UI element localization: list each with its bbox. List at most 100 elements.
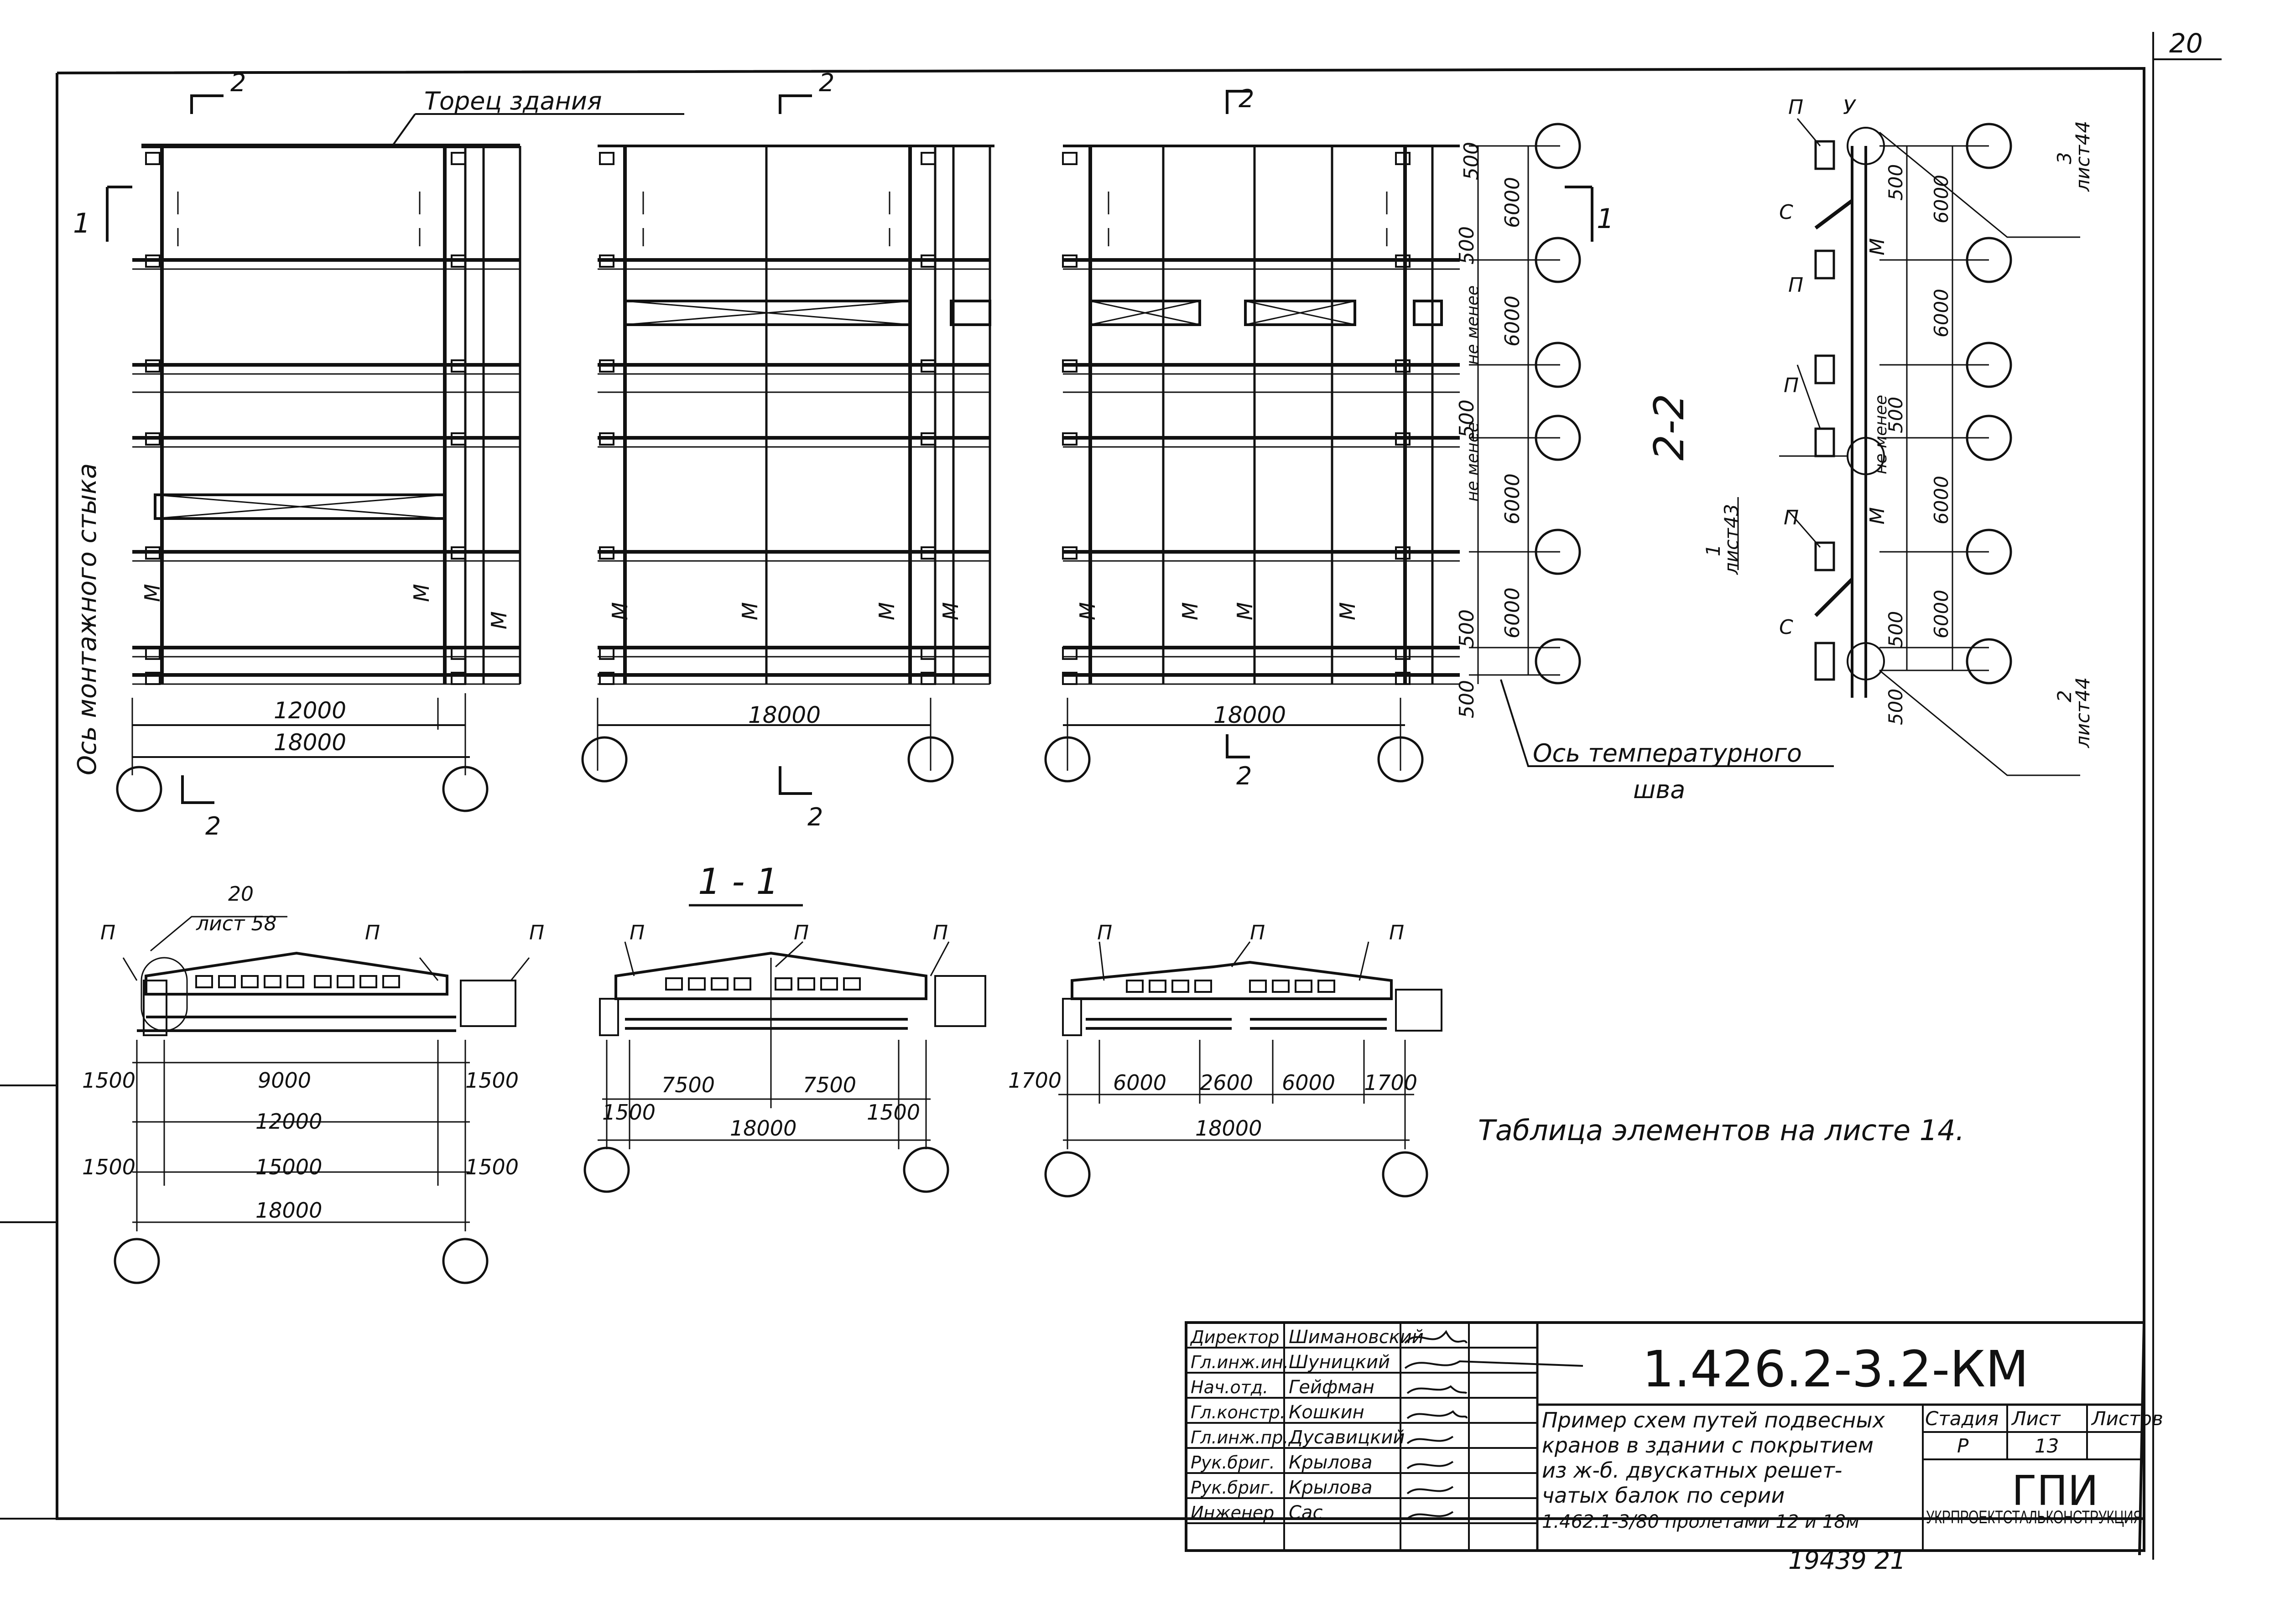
s22-dim-500-c: 500 [1884,611,1907,648]
role-4: Гл.инж.пр. [1191,1427,1288,1448]
s11-p-2b: П [794,921,809,944]
plan-dim-500-b: 500 [1455,226,1478,265]
stage-value: Р [1957,1435,1969,1457]
org-short: ГПИ [2012,1467,2098,1515]
s11-ref20-num: 20 [228,882,254,906]
s11-p-3a: П [1097,921,1112,944]
s11-2-dim-7500-a: 7500 [661,1073,715,1097]
name-4: Дусавицкий [1288,1427,1405,1448]
sheet-header: Лист [2011,1407,2061,1430]
desc-line-3: чатых балок по серии [1542,1483,1785,1508]
section-mark-2-bottom-1 [181,775,214,804]
name-1: Шуницкий [1289,1352,1390,1373]
sheets-header: Листов [2091,1407,2163,1430]
s22-dim-500-d: 500 [1884,689,1907,725]
section-mark-2-top-1 [190,94,224,114]
plan1-mark-m-b: М [409,584,434,602]
sheet-frame [0,32,2222,1560]
plan2-dim-18000: 18000 [748,702,821,728]
section-2-2-drawing [1737,118,2080,776]
desc-line-1: кранов в здании с покрытием [1542,1433,1874,1458]
s11-1-dim-1500-b: 1500 [465,1068,519,1093]
desc-line-0: Пример схем путей подвесных [1542,1408,1885,1432]
s22-label-s-b: С [1779,616,1793,639]
section-2-2-title: 2-2 [1645,394,1693,461]
section-1-label-b: 1 [1597,203,1614,235]
plan-dim-6000-b: 6000 [1501,296,1524,347]
plan-dim-6000-d: 6000 [1501,587,1524,638]
plan-dim-500-e: 500 [1455,680,1478,718]
s22-dim-6000-b: 6000 [1930,289,1952,337]
s11-p-1b: П [365,921,380,944]
name-5: Крылова [1289,1452,1373,1473]
name-7: Сас [1289,1502,1322,1523]
section-mark-1-right [1565,186,1593,242]
section-2-label-b: 2 [205,812,221,841]
label-mount-axis: Ось монтажного стыка [73,463,102,775]
plan1-dim-12000: 12000 [274,697,346,724]
s22-ref1-sheet: лист43 [1720,504,1743,575]
section-mark-2-bottom-3 [1226,734,1250,758]
s11-1-dim-1500-d: 1500 [465,1155,519,1179]
s11-p-1a: П [100,921,115,944]
title-block-roles: Директор Гл.инж.ин. Нач.отд. Гл.констр. … [1190,1327,1289,1523]
s22-dim-6000-a: 6000 [1930,175,1952,223]
s22-label-m-b: М [1866,507,1889,524]
s11-2-dim-18000: 18000 [730,1116,796,1141]
plan3-mark-m-b: М [1178,602,1202,620]
plan2-mark-m-b: М [738,602,762,620]
role-1: Гл.инж.ин. [1191,1352,1289,1372]
plan-3 [1044,145,1460,783]
role-6: Рук.бриг. [1191,1478,1275,1498]
section-2-label-a: 2 [230,68,246,97]
org-name: УКРПРОЕКТСТАЛЬКОНСТРУКЦИЯ [1926,1507,2143,1527]
s11-3-dim-1700-b: 1700 [1364,1070,1417,1095]
s11-3-dim-6000-a: 6000 [1113,1070,1166,1095]
s22-label-s-a: С [1779,201,1793,224]
label-temp-axis-1: Ось температурного [1533,739,1802,768]
temp-axis-leader [1500,679,1834,767]
s22-label-m-a: М [1866,238,1889,255]
stage-header: Стадия [1925,1407,1999,1430]
desc-line-4: 1.462.1-3/80 пролетами 12 и 18м [1542,1511,1859,1532]
s22-dim-6000-c: 6000 [1930,476,1952,524]
s11-p-2a: П [630,921,645,944]
plan-dim-6000-c: 6000 [1501,473,1524,524]
label-end-of-building: Торец здания [424,87,602,115]
label-temp-axis-2: шва [1633,775,1685,804]
s11-1-dim-18000: 18000 [255,1198,322,1223]
s11-p-1c: П [529,921,544,944]
sheet-bottom-number: 19439 21 [1788,1546,1906,1575]
s22-dim-6000-d: 6000 [1930,590,1952,638]
title-block-names: Шимановский Шуницкий Гейфман Кошкин Дуса… [1288,1327,1424,1523]
s11-2-dim-1500-a: 1500 [602,1100,656,1125]
s11-1-dim-15000: 15000 [255,1155,322,1179]
s11-1-dim-1500-a: 1500 [82,1068,135,1093]
section-1-label-a: 1 [73,208,90,239]
plan3-mark-m-a: М [1075,602,1100,620]
desc-line-2: из ж-б. двускатных решет- [1542,1458,1842,1483]
s22-dim-500-a: 500 [1884,164,1907,201]
end-of-building-leader [391,113,684,147]
plan3-mark-m-c: М [1233,602,1257,620]
signature-scribbles [1404,1330,1583,1520]
s11-p-3c: П [1389,921,1404,944]
s22-ref1-num: 1 [1702,544,1724,556]
title-block-description: Пример схем путей подвесных кранов в зда… [1542,1408,1885,1532]
s22-ref2-sheet: лист44 [2072,677,2094,748]
name-2: Гейфман [1289,1377,1374,1398]
plan-side-dimension-chain [1469,123,1581,685]
s22-ref3-sheet: лист44 [2072,121,2094,192]
plan-1 [116,144,521,812]
plan1-mark-m-c: М [487,611,511,629]
s11-3-dim-18000: 18000 [1195,1116,1262,1141]
plan-dim-6000-a: 6000 [1501,177,1524,228]
section11-truss-1 [114,916,530,1284]
plan1-dim-18000: 18000 [274,729,346,756]
s11-2-dim-7500-b: 7500 [803,1073,856,1097]
section-2-label-c: 2 [819,68,834,97]
plan3-mark-m-d: М [1335,602,1360,620]
drawing-code: 1.426.2-3.2-КМ [1642,1340,2029,1398]
s22-ref3-num: 3 [2053,152,2076,164]
